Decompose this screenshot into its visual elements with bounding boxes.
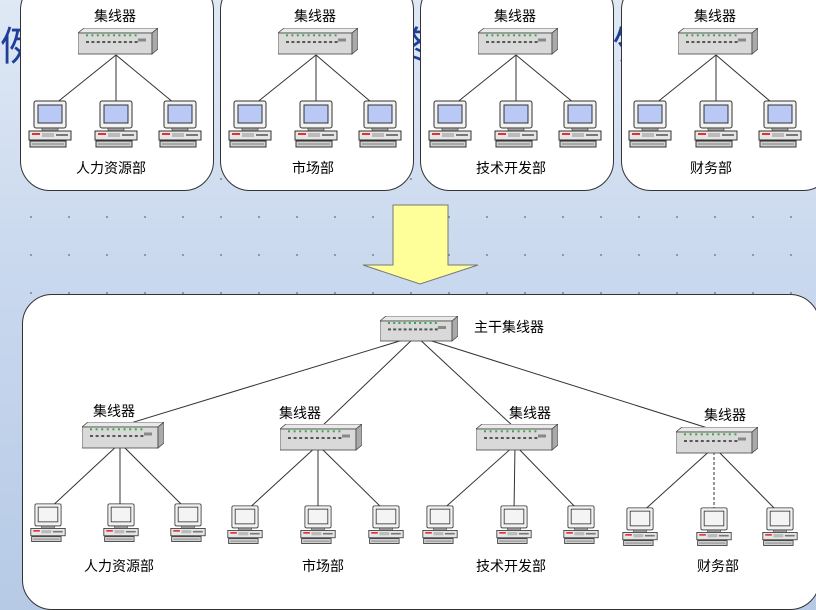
computer-icon [368, 505, 404, 550]
cable [49, 54, 117, 109]
computer-icon [494, 100, 538, 154]
cable [649, 54, 717, 109]
computer-icon [422, 505, 458, 550]
computer-icon [496, 505, 532, 550]
computer-icon [696, 507, 732, 552]
hub-label-hr-bottom: 集线器 [93, 404, 135, 420]
backbone-hub-label: 主干集线器 [474, 320, 544, 336]
cable [249, 54, 317, 109]
hub-label-finance: 集线器 [694, 9, 736, 25]
hub-icon [676, 27, 760, 59]
hub-icon [476, 27, 560, 59]
cable [415, 335, 516, 429]
computer-icon [358, 100, 402, 154]
cable [319, 335, 417, 429]
cable [123, 335, 417, 426]
cable [244, 444, 319, 513]
dept-label-finance: 财务部 [690, 161, 732, 177]
computer-icon [158, 100, 202, 154]
dept-label-tech: 技术开发部 [476, 161, 546, 177]
hub-label-finance-bottom: 集线器 [704, 408, 746, 424]
hub-icon [674, 426, 760, 458]
computer-icon [300, 505, 336, 550]
computer-icon [563, 505, 599, 550]
backbone-hub-icon [378, 315, 460, 346]
computer-icon [227, 505, 263, 550]
down-arrow-shape [362, 204, 479, 285]
computer-icon [558, 100, 602, 154]
cable [317, 444, 387, 513]
cable [115, 54, 181, 109]
dept-label-tech-bottom: 技术开发部 [476, 559, 546, 575]
dept-label-hr-bottom: 人力资源部 [84, 559, 154, 575]
computer-icon [762, 507, 798, 552]
computer-icon [30, 503, 66, 548]
computer-icon [170, 503, 206, 548]
hub-label-tech-bottom: 集线器 [509, 406, 551, 422]
hub-icon [474, 423, 560, 455]
cable [513, 444, 516, 513]
dept-label-market: 市场部 [292, 161, 334, 177]
computer-icon [628, 100, 672, 154]
dept-label-hr: 人力资源部 [76, 161, 146, 177]
cable [119, 442, 188, 511]
computer-icon [758, 100, 802, 154]
cable [514, 444, 581, 513]
computer-icon [28, 100, 72, 154]
cable [515, 54, 581, 109]
computer-icon [94, 100, 138, 154]
computer-icon [103, 503, 139, 548]
cable [439, 444, 516, 513]
computer-icon [294, 100, 338, 154]
hub-icon [80, 421, 166, 453]
cable [639, 446, 715, 515]
cable [715, 54, 779, 109]
cable [713, 446, 781, 515]
cable [415, 335, 715, 431]
hub-label-market: 集线器 [294, 9, 336, 25]
hub-icon [276, 27, 360, 59]
hub-icon [76, 27, 160, 59]
cable [47, 442, 121, 511]
dept-label-finance-bottom: 财务部 [697, 559, 739, 575]
computer-icon [428, 100, 472, 154]
computer-icon [622, 507, 658, 552]
cable [315, 54, 379, 109]
computer-icon [228, 100, 272, 154]
cable [449, 54, 517, 109]
hub-label-tech: 集线器 [494, 9, 536, 25]
hub-icon [278, 423, 364, 455]
hub-label-market-bottom: 集线器 [279, 406, 321, 422]
computer-icon [694, 100, 738, 154]
hub-label-hr: 集线器 [94, 9, 136, 25]
dept-label-market-bottom: 市场部 [302, 559, 344, 575]
